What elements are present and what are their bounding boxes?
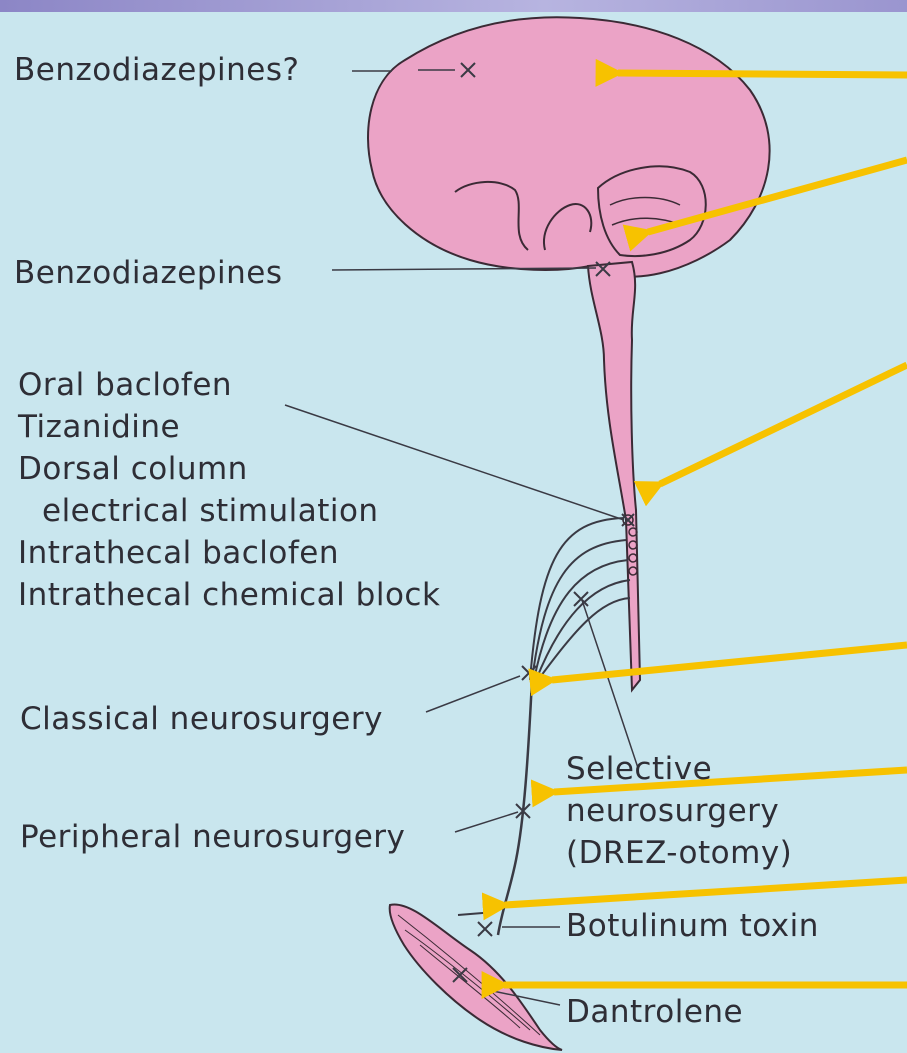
label-intrathecal-chemical-block: Intrathecal chemical block [18,574,440,616]
muscle-tendon [458,912,495,915]
label-benzodiazepines-question: Benzodiazepines? [14,49,299,91]
label-tizanidine: Tizanidine [18,406,180,448]
brain [368,17,770,276]
label-drez-otomy: (DREZ-otomy) [566,832,792,874]
label-oral-baclofen: Oral baclofen [18,364,232,406]
label-botulinum-toxin: Botulinum toxin [566,905,819,947]
label-dorsal-column: Dorsal column [18,448,248,490]
label-electrical-stimulation: electrical stimulation [42,490,379,532]
label-intrathecal-baclofen: Intrathecal baclofen [18,532,339,574]
label-peripheral-neurosurgery: Peripheral neurosurgery [20,816,405,858]
label-selective-neurosurgery: neurosurgery [566,790,779,832]
spinal-cord [588,262,640,690]
label-dantrolene: Dantrolene [566,991,743,1033]
label-selective: Selective [566,748,712,790]
label-benzodiazepines: Benzodiazepines [14,252,283,294]
label-classical-neurosurgery: Classical neurosurgery [20,698,383,740]
